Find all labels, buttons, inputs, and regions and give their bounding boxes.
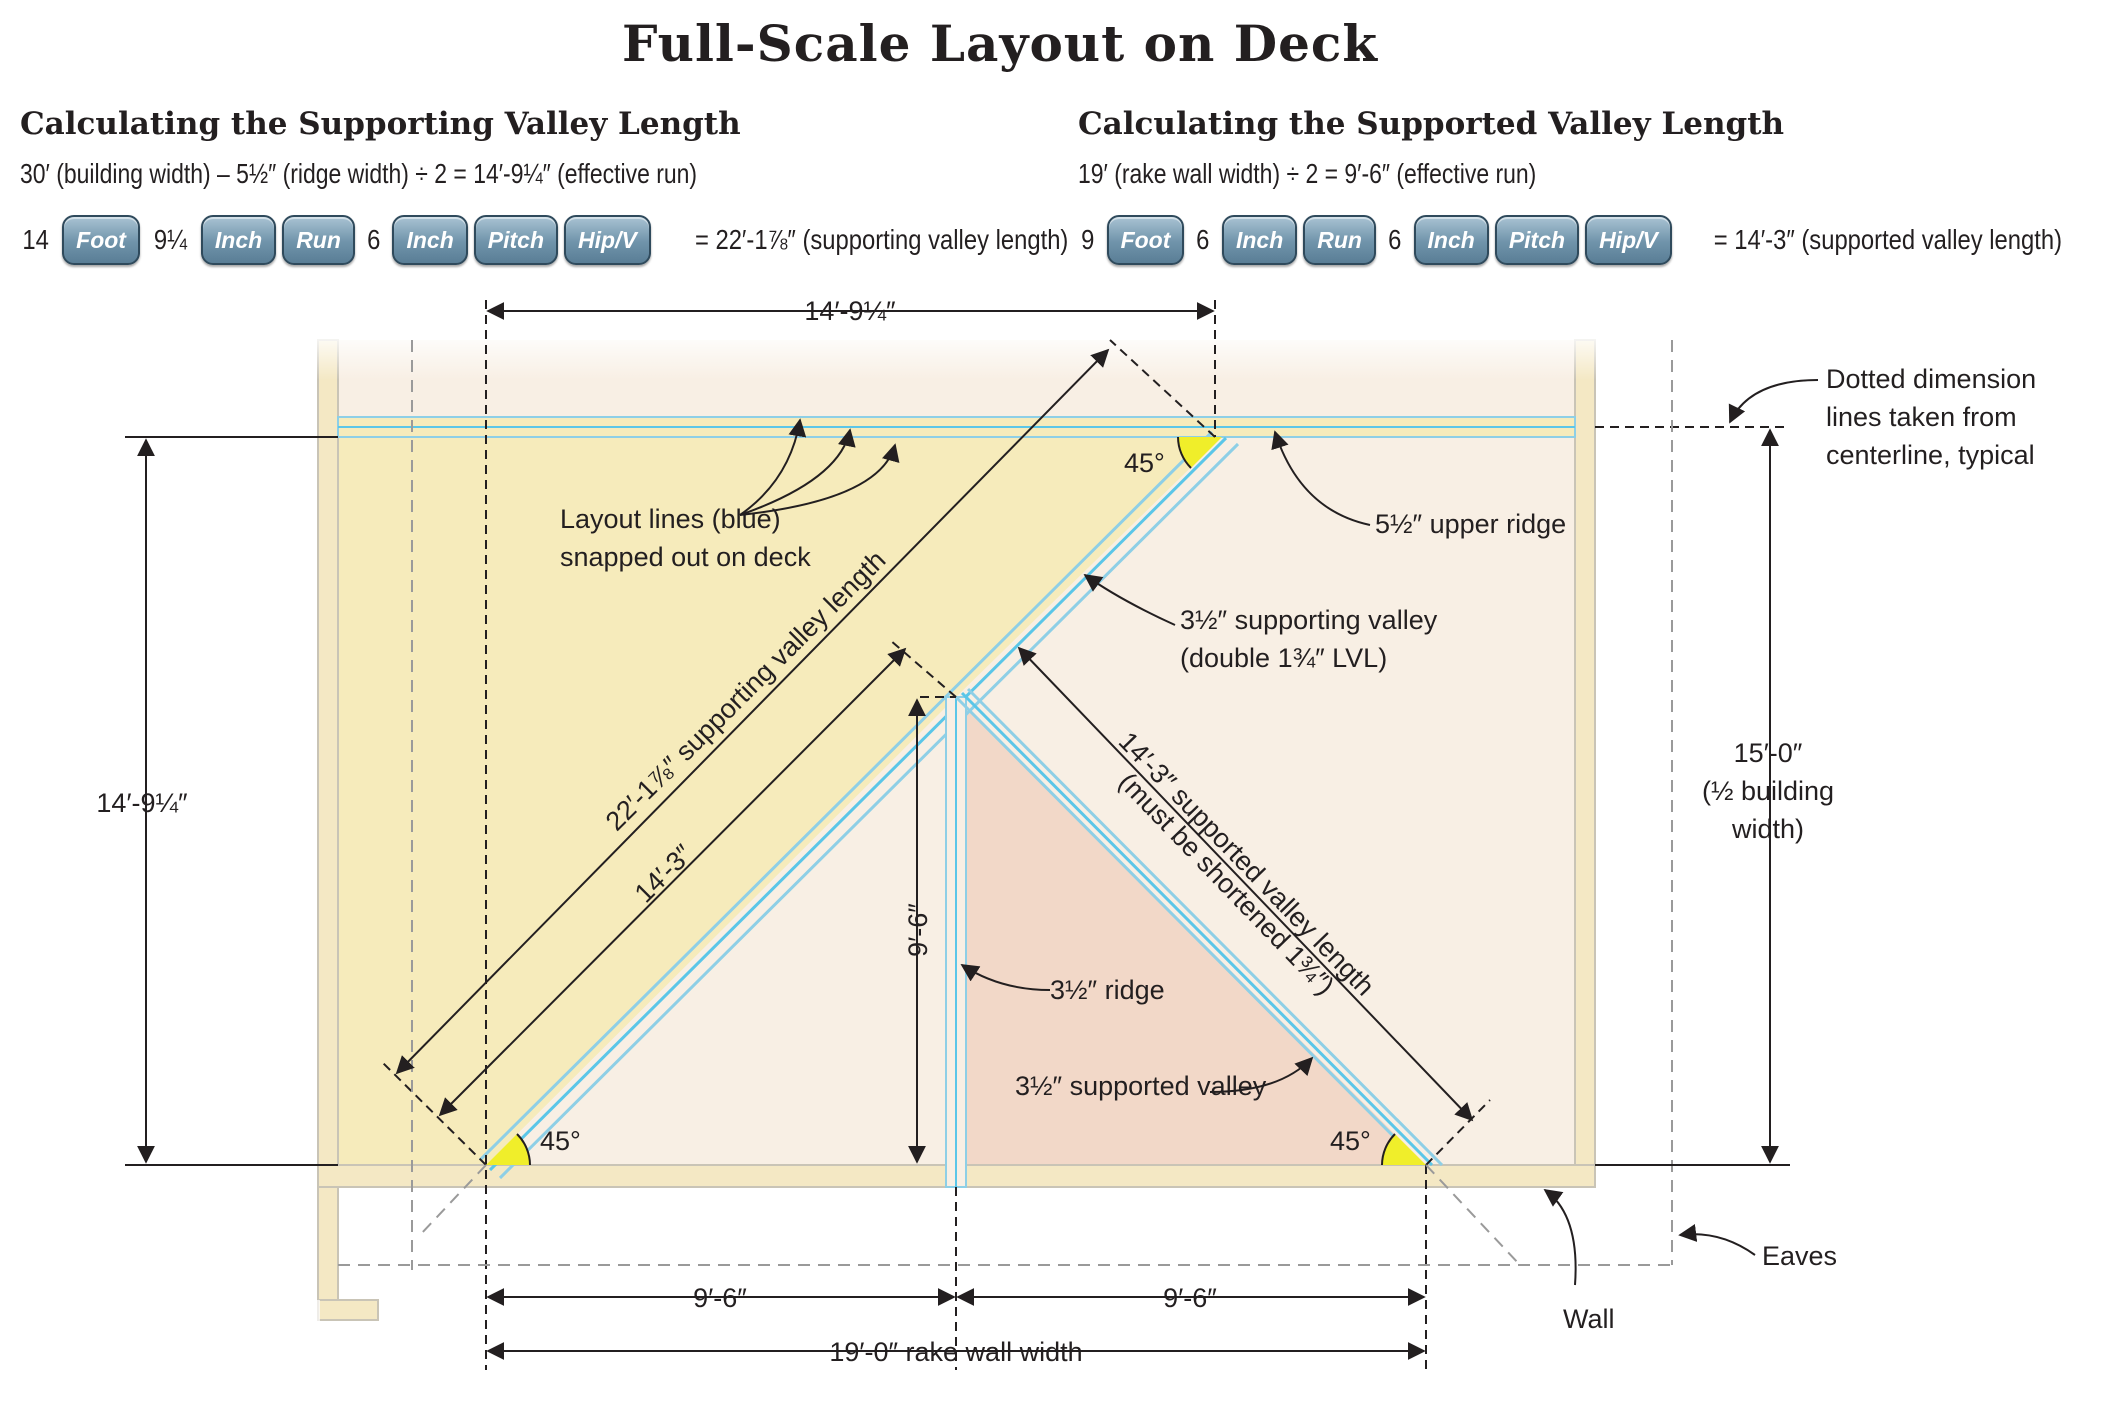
svg-text:snapped out on deck: snapped out on deck [560,542,811,572]
supported-valley-label: 3½″ supported valley [1015,1071,1267,1101]
calc-value: 6 [1388,224,1402,255]
top-dim-label: 14′-9¼″ [804,296,896,326]
ridge [945,696,967,1188]
supported-calc-row: 9 Foot 6 Inch Run 6 Inch Pitch Hip/V = 1… [1072,214,2101,266]
ridge-label: 3½″ ridge [1050,975,1165,1005]
angle-marker [486,1134,530,1165]
calc-result: = 14′-3″ (supported valley length) [1713,224,2062,255]
angle-label: 45° [540,1126,581,1156]
left-dim-label: 14′-9¼″ [96,788,188,818]
foot-key[interactable]: Foot [62,215,140,265]
upper-ridge-label: 5½″ upper ridge [1375,509,1566,539]
svg-text:(double 1¾″ LVL): (double 1¾″ LVL) [1180,643,1387,673]
right-dim-label: 15′-0″ [1734,738,1803,768]
calc-value: 6 [1196,224,1210,255]
supporting-calc-row: 14 Foot 9¼ Inch Run 6 Inch Pitch Hip/V =… [12,214,1109,266]
run-key[interactable]: Run [282,215,355,265]
deck-layout-diagram: 14′-9¼″ 14′-9¼″ 15′-0″ (½ building width… [0,296,2036,1370]
supported-length-dim [1017,646,1474,1122]
calc-result: = 22′-1⅞″ (supporting valley length) [694,224,1069,255]
hip-v-key[interactable]: Hip/V [564,215,651,265]
wall-label: Wall [1563,1304,1615,1334]
angle-label: 45° [1124,448,1165,478]
supporting-valley-label: 3½″ supporting valley [1180,605,1438,635]
angle-marker [1178,437,1222,468]
inch-key[interactable]: Inch [1221,215,1298,265]
pitch-key[interactable]: Pitch [1494,215,1580,265]
supported-14-3-dim [438,647,907,1117]
run-key[interactable]: Run [1303,215,1376,265]
bottom-left-dim-label: 9′-6″ [693,1283,747,1313]
svg-text:lines taken from: lines taken from [1826,402,2017,432]
calc-value: 9 [1081,224,1095,255]
angle-marker [1382,1134,1426,1165]
diagram-title: Full-Scale Layout on Deck [621,14,1379,73]
bottom-right-dim-label: 9′-6″ [1163,1283,1217,1313]
svg-text:centerline, typical: centerline, typical [1826,440,2035,470]
supported-formula: 19′ (rake wall width) ÷ 2 = 9′-6″ (effec… [1078,158,1537,189]
supported-heading: Calculating the Supported Valley Length [1078,106,1785,142]
calc-value: 14 [22,224,49,255]
inch-key[interactable]: Inch [1413,215,1489,265]
calc-value: 9¼ [153,224,187,255]
pitch-key[interactable]: Pitch [473,215,558,265]
svg-text:width): width) [1731,814,1804,844]
foot-key[interactable]: Foot [1106,215,1185,265]
right-wall [1574,339,1596,1188]
supporting-heading: Calculating the Supporting Valley Length [20,106,741,142]
vertical-dim-label: 9′-6″ [903,903,933,957]
hip-v-key[interactable]: Hip/V [1585,215,1672,265]
eaves-label: Eaves [1762,1241,1837,1271]
dotted-lines-note: Dotted dimension [1826,364,2036,394]
inch-key[interactable]: Inch [392,215,468,265]
calc-value: 6 [367,224,381,255]
supporting-formula: 30′ (building width) – 5½″ (ridge width)… [20,158,698,189]
inch-key[interactable]: Inch [200,215,277,265]
angle-label: 45° [1330,1126,1371,1156]
layout-lines-label: Layout lines (blue) [560,504,781,534]
svg-text:(½ building: (½ building [1702,776,1834,806]
rake-wall-label: 19′-0″ rake wall width [829,1337,1082,1367]
